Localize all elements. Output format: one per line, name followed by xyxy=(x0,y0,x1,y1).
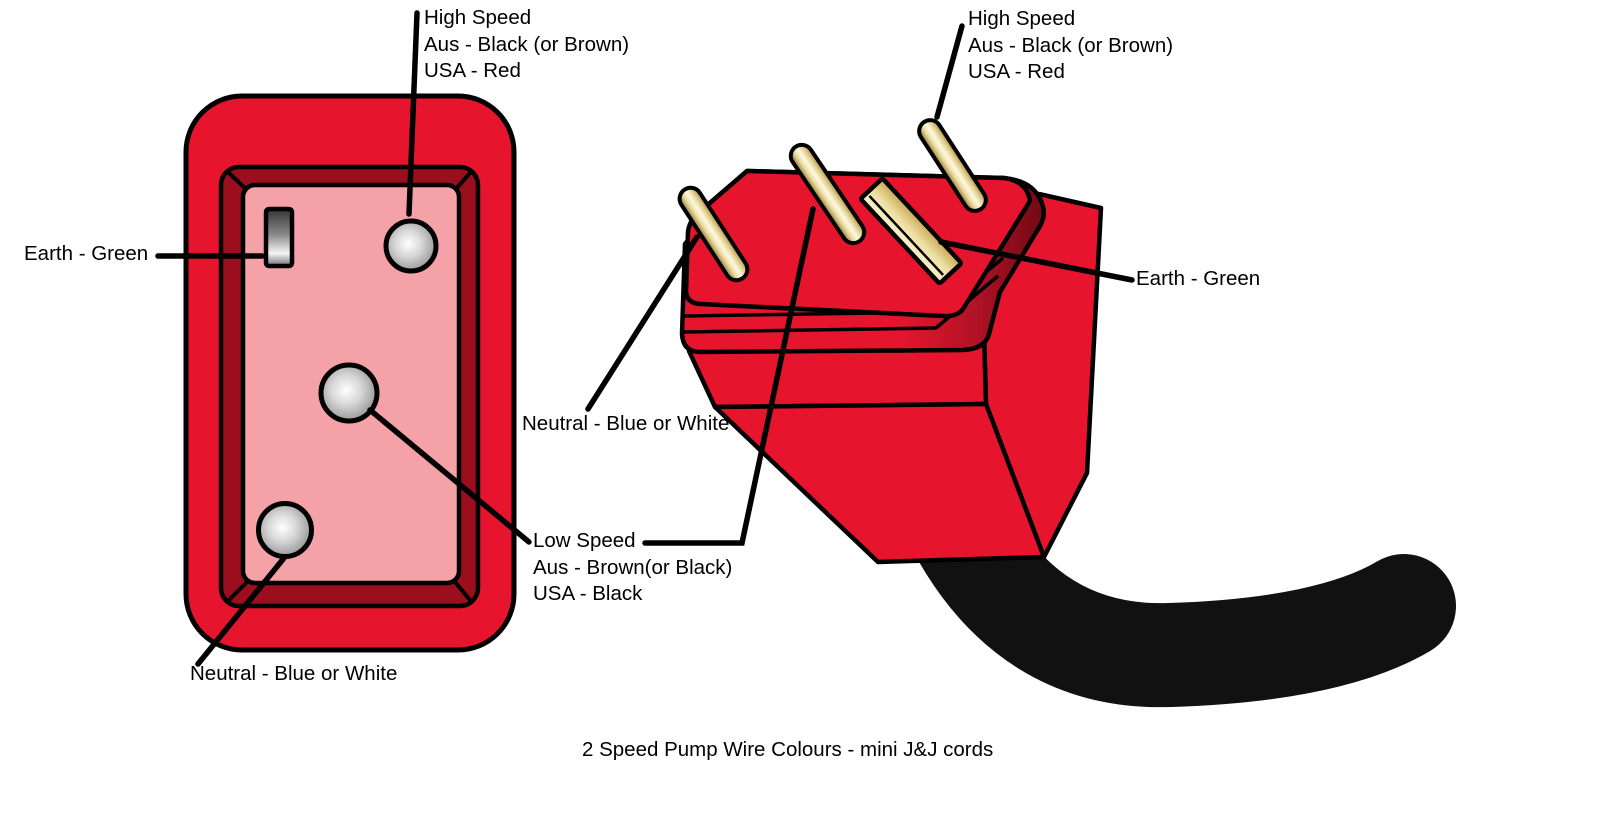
power-cord xyxy=(906,473,1456,708)
plug-body-front xyxy=(712,401,1047,565)
leader-low-speed-socket xyxy=(367,407,532,545)
leader-right-neutral xyxy=(585,234,700,412)
label-left-neutral: Neutral - Blue or White xyxy=(190,662,398,685)
label-line: High Speed xyxy=(968,7,1076,30)
plug-3d-view xyxy=(677,118,1456,708)
leader-right-high-speed xyxy=(934,23,965,120)
label-low-speed: Low Speed Aus - Brown(or Black) USA - Bl… xyxy=(533,528,732,608)
leader-low-speed-plug xyxy=(642,206,816,546)
label-line: Aus - Brown(or Black) xyxy=(533,555,733,579)
label-right-neutral: Neutral - Blue or White xyxy=(522,412,730,435)
leader-left-neutral xyxy=(195,555,287,667)
high-speed-socket-pin xyxy=(383,218,439,274)
earth-slot xyxy=(263,206,295,269)
recess-bevel-lines xyxy=(227,171,472,602)
label-right-earth: Earth - Green xyxy=(1136,267,1261,290)
neutral-socket-pin xyxy=(256,501,314,559)
label-line: Aus - Black (or Brown) xyxy=(968,33,1174,57)
neutral-pin xyxy=(677,185,750,283)
label-left-earth: Earth - Green xyxy=(24,242,149,265)
leader-lines xyxy=(155,10,1135,667)
label-line: USA - Red xyxy=(968,60,1065,83)
label-line: High Speed xyxy=(424,6,532,29)
caption: 2 Speed Pump Wire Colours - mini J&J cor… xyxy=(582,738,994,761)
label-line: Aus - Black (or Brown) xyxy=(424,32,630,56)
low-speed-socket-pin xyxy=(318,362,380,424)
low-speed-pin xyxy=(788,142,867,246)
label-right-high-speed: High Speed Aus - Black (or Brown) USA - … xyxy=(968,6,1173,86)
earth-blade xyxy=(859,176,963,286)
leader-left-high-speed xyxy=(406,10,420,217)
high-speed-pin xyxy=(917,118,988,213)
socket-front-view xyxy=(183,93,517,653)
label-line: USA - Black xyxy=(533,582,643,605)
label-line: USA - Red xyxy=(424,59,521,82)
leader-right-earth xyxy=(938,239,1135,283)
label-left-high-speed: High Speed Aus - Black (or Brown) USA - … xyxy=(424,5,629,85)
label-line: Low Speed xyxy=(533,529,636,552)
